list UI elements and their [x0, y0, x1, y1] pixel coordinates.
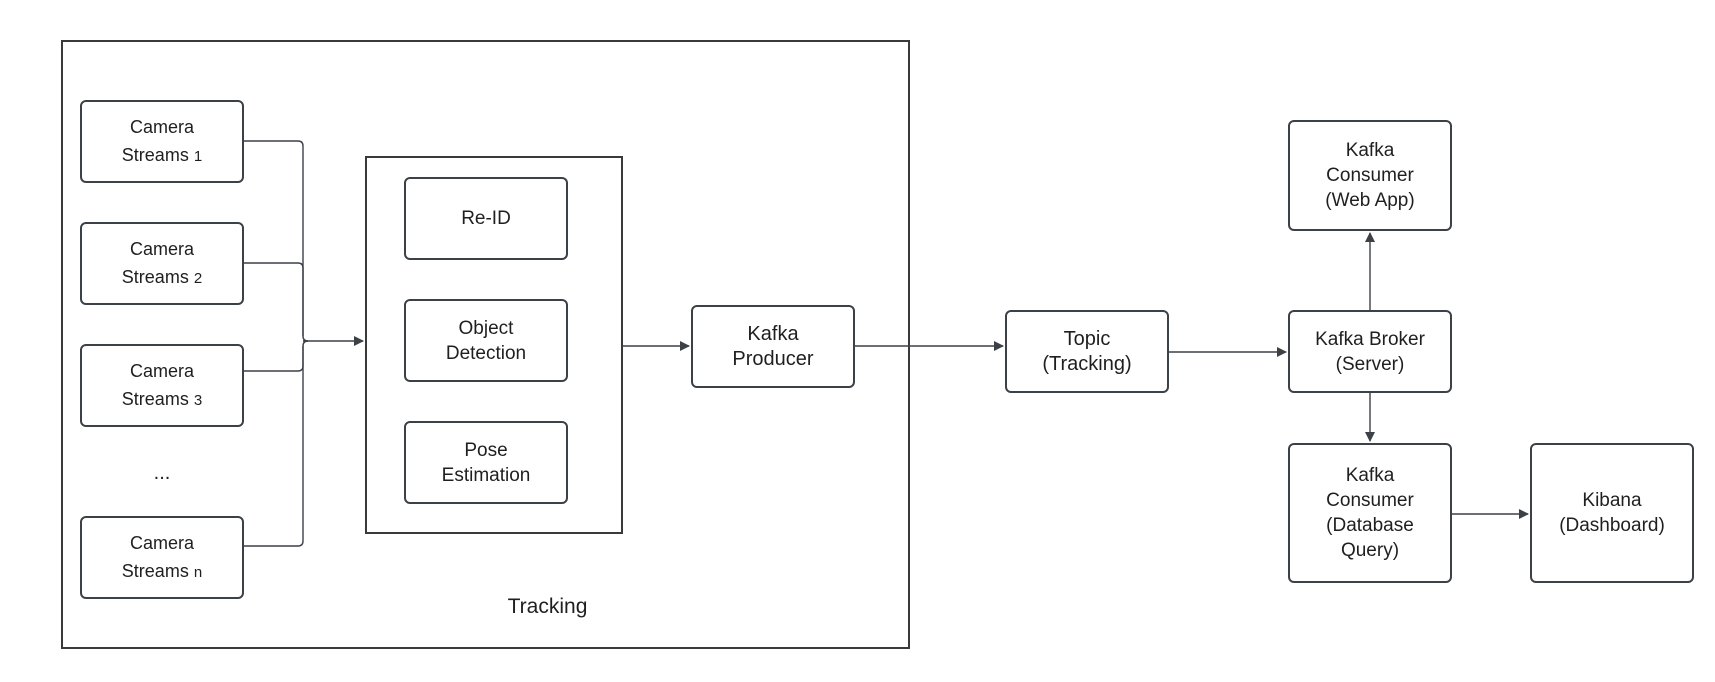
tracking-group-frame	[61, 40, 910, 649]
model-group-frame	[365, 156, 623, 534]
kafka-consumer-web-box: Kafka Consumer (Web App)	[1288, 120, 1452, 231]
object-detection-box: Object Detection	[404, 299, 568, 382]
topic-box: Topic (Tracking)	[1005, 310, 1169, 393]
connector-camera-1	[244, 140, 309, 342]
camera-stream-ellipsis: ...	[153, 462, 171, 484]
connector-camera-3	[244, 346, 304, 372]
kibana-box: Kibana (Dashboard)	[1530, 443, 1694, 583]
kafka-broker-box: Kafka Broker (Server)	[1288, 310, 1452, 393]
kafka-consumer-db-box: Kafka Consumer (Database Query)	[1288, 443, 1452, 583]
connector-camera-n	[244, 340, 309, 547]
pose-estimation-box: Pose Estimation	[404, 421, 568, 504]
tracking-group-label: Tracking	[507, 595, 588, 618]
kafka-producer-box: Kafka Producer	[691, 305, 855, 388]
connector-camera-2	[244, 262, 304, 336]
reid-box: Re-ID	[404, 177, 568, 260]
